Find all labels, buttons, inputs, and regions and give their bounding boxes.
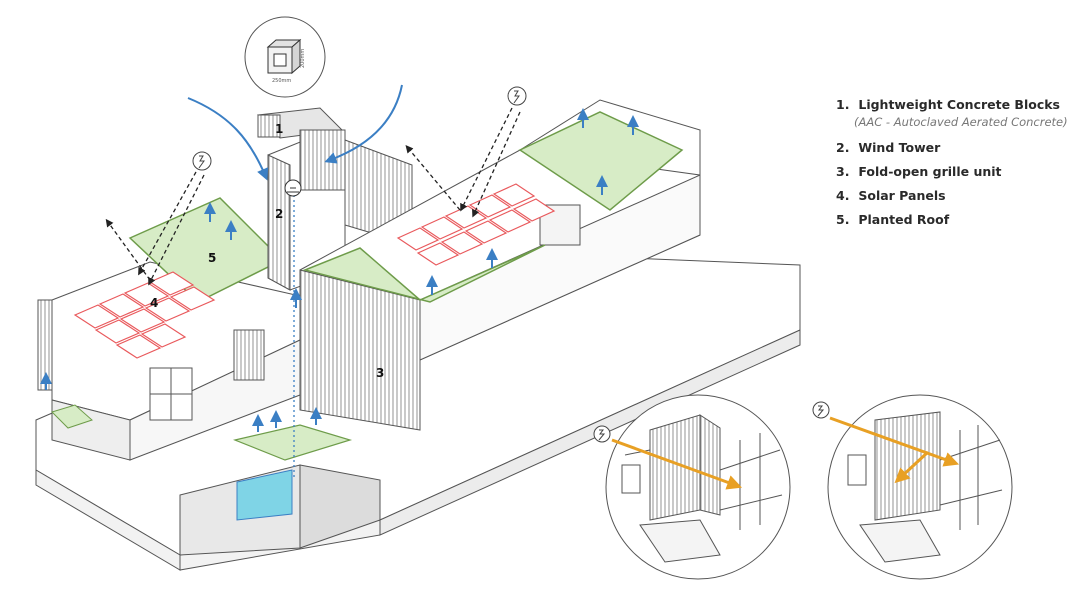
sun-ray-orange	[829, 416, 960, 467]
planted-edge	[51, 404, 93, 429]
legend-number: 2.	[836, 140, 850, 155]
planted-roof-upper	[518, 111, 684, 211]
callout-3: 3	[376, 366, 384, 380]
airflow	[40, 84, 639, 432]
legend-label: Wind Tower	[858, 140, 941, 155]
legend-label: Lightweight Concrete Blocks	[858, 97, 1060, 112]
sun-icon	[507, 86, 527, 106]
legend-item-1: 1. Lightweight Concrete Blocks	[836, 97, 1076, 112]
legend-number: 5.	[836, 212, 850, 227]
legend-number: 1.	[836, 97, 850, 112]
sun-icon	[812, 401, 830, 419]
wind-tower	[256, 107, 413, 291]
solar-panels-right	[396, 183, 556, 266]
legend-item-3: 3. Fold-open grille unit	[836, 164, 1076, 179]
legend-item-2: 2. Wind Tower	[836, 140, 1076, 155]
grille-detail-open	[827, 394, 1013, 580]
callout-4: 4	[150, 296, 158, 310]
concrete-block-detail: 250mm 200mm	[244, 16, 326, 98]
wind-arrow-icon	[187, 97, 269, 181]
sun-icon	[593, 425, 611, 443]
sun-rays	[105, 107, 521, 286]
planted-roof-right	[302, 244, 546, 303]
grille-detail-closed	[605, 394, 791, 580]
solar-panels-left	[73, 271, 216, 359]
block-width: 250mm	[272, 78, 291, 84]
legend-label: Planted Roof	[858, 212, 950, 227]
legend-number: 3.	[836, 164, 850, 179]
fan-icon	[284, 179, 302, 197]
legend-number: 4.	[836, 188, 850, 203]
water-feature	[236, 469, 293, 521]
sun-ray-orange	[611, 438, 743, 490]
legend-item-5: 5. Planted Roof	[836, 212, 1076, 227]
callout-2: 2	[275, 207, 283, 221]
legend-note: (AAC - Autoclaved Aerated Concrete)	[854, 115, 1068, 129]
legend-label: Solar Panels	[858, 188, 946, 203]
concrete-block-icon	[266, 38, 302, 75]
sun-icon	[192, 151, 212, 171]
planted-court	[232, 424, 353, 461]
legend: 1. Lightweight Concrete Blocks (AAC - Au…	[836, 97, 1076, 236]
wind-arrow-icon	[324, 84, 403, 164]
block-height: 200mm	[300, 49, 306, 68]
legend-item-4: 4. Solar Panels	[836, 188, 1076, 203]
callout-1: 1	[275, 122, 283, 136]
legend-label: Fold-open grille unit	[858, 164, 1002, 179]
sunken-court	[179, 464, 381, 556]
callout-5: 5	[208, 251, 216, 265]
